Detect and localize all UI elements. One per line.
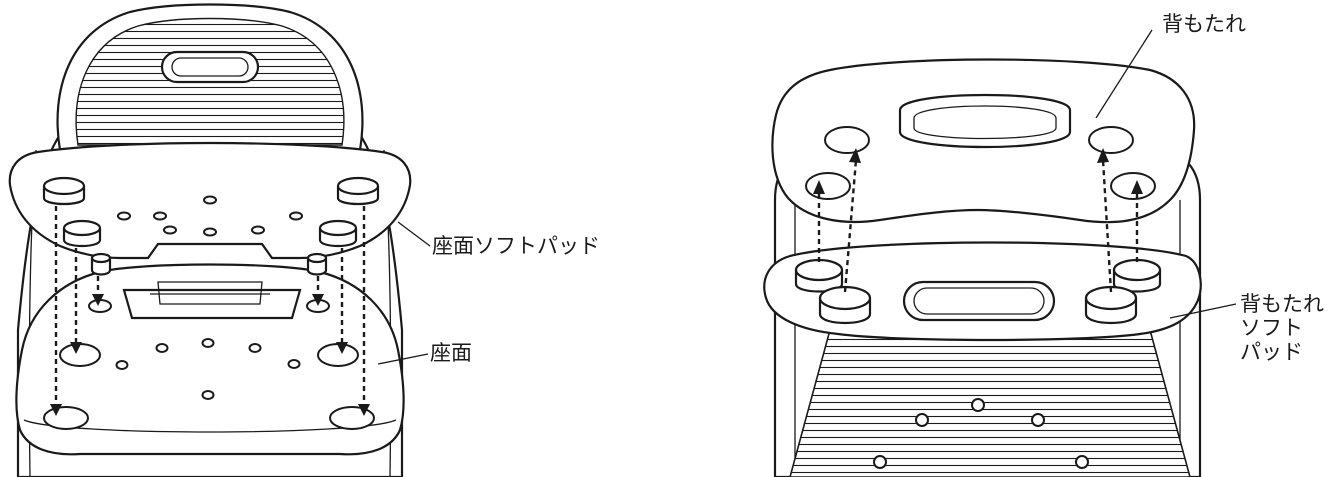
backrest-arrows [813, 148, 1143, 293]
seat-figure [8, 3, 431, 477]
seat-soft-pad-label: 座面ソフトパッド [432, 234, 600, 258]
backrest-pad-pegs [794, 258, 1162, 324]
seat [15, 263, 405, 456]
seat-pad-leader [397, 221, 431, 247]
backrest-soft-pad-label: 背もたれ ソフト パッド [1240, 292, 1324, 365]
backrest-figure [763, 29, 1237, 477]
backrest-striped [56, 3, 364, 152]
seat-leader [377, 353, 429, 365]
seat-soft-pad [8, 141, 412, 276]
seat-arrows [50, 206, 370, 416]
backrest-leader [1095, 29, 1153, 119]
backrest-soft-pad [763, 241, 1202, 342]
seat-pad-pegs [42, 176, 380, 276]
seat-label: 座面 [430, 341, 472, 365]
backrest [771, 58, 1196, 224]
backrest-handle-slot [160, 50, 260, 84]
seat-holes [43, 299, 375, 430]
backrest-pad-leader [1169, 303, 1237, 319]
backrest-label: 背もたれ [1162, 12, 1246, 36]
